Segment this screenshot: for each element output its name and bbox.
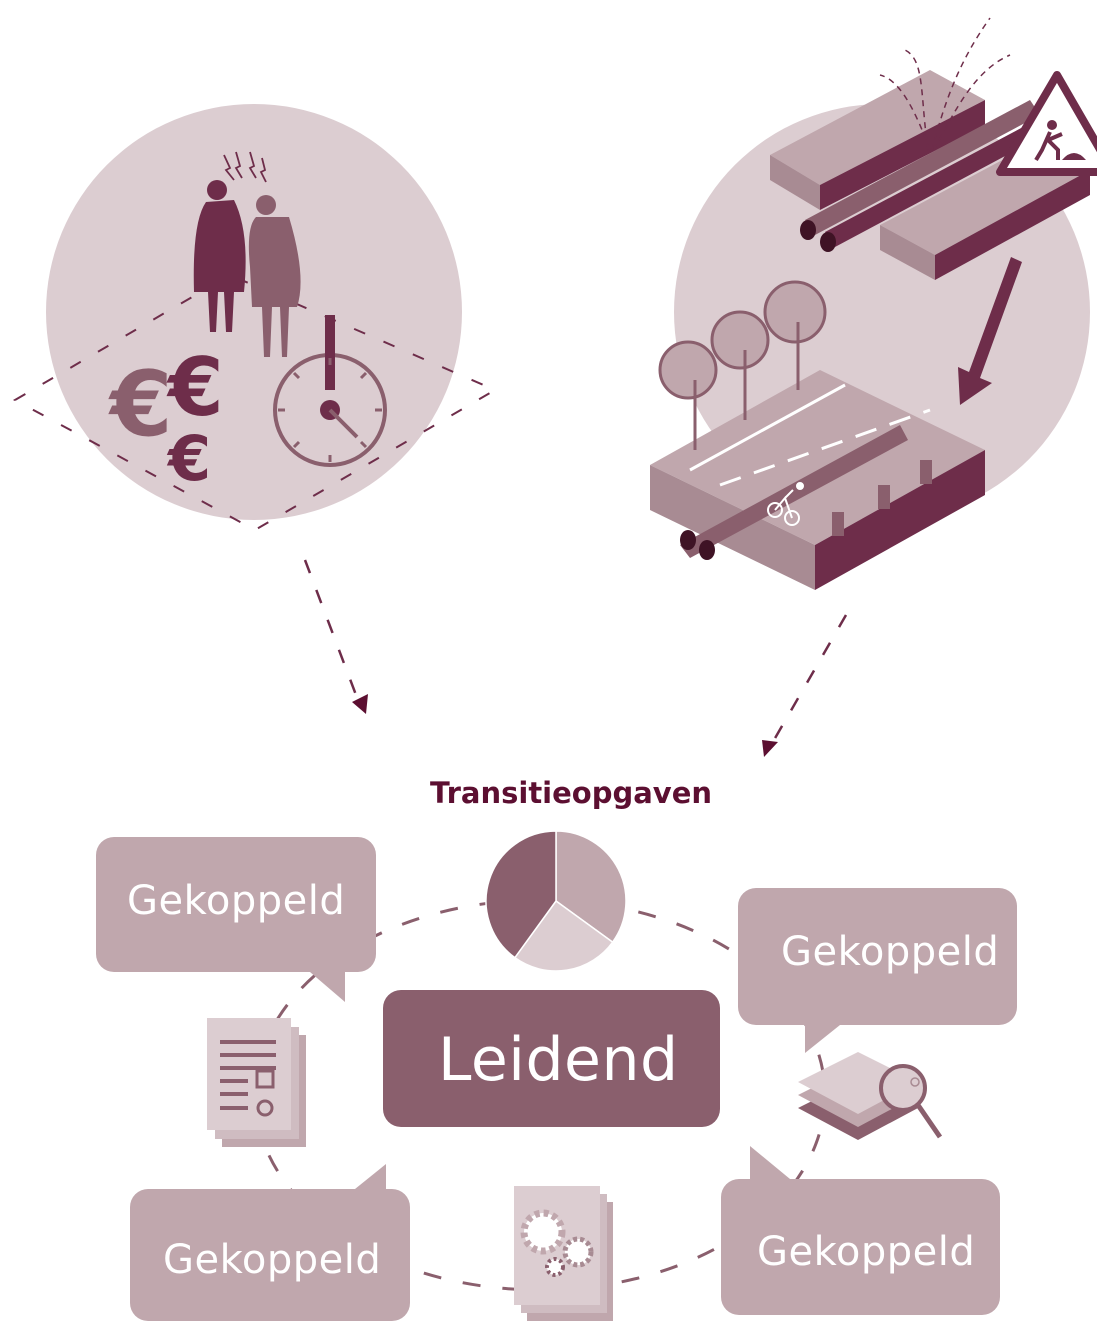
transition-arrow xyxy=(958,257,1022,405)
pie-chart-icon xyxy=(485,830,627,972)
pie-slice xyxy=(513,899,614,972)
bubble-label-bottom-left: Gekoppeld xyxy=(163,1237,382,1283)
cyclist-icon xyxy=(767,482,804,526)
roadworks-warning-icon xyxy=(996,71,1097,176)
pie-slice xyxy=(555,830,627,944)
euro-coins-icon: € € € xyxy=(108,341,224,495)
pie-slice xyxy=(485,830,557,959)
dashed-arrow-left xyxy=(303,559,368,714)
burst-pipe-road-icon xyxy=(770,17,1090,280)
svg-text:€: € xyxy=(108,352,173,457)
stopwatch-icon xyxy=(273,315,387,467)
trees-icon xyxy=(658,280,827,450)
bubble-label-bottom-right: Gekoppeld xyxy=(757,1229,976,1275)
dashed-arrow-right xyxy=(762,614,848,757)
bubble-label-top-left: Gekoppeld xyxy=(127,878,346,924)
svg-text:€: € xyxy=(166,422,211,495)
quarrel-people-icon xyxy=(193,151,301,357)
svg-text:€: € xyxy=(166,341,224,434)
document-stack-icon xyxy=(207,1018,306,1147)
map-layers-search-icon xyxy=(798,1052,943,1140)
renewed-street-icon xyxy=(650,370,985,590)
diagram-title: Transitieopgaven xyxy=(430,776,713,810)
bubble-top-right xyxy=(738,888,1017,1053)
people-cost-time-illustration: € € € xyxy=(12,104,498,532)
gears-document-icon xyxy=(514,1186,613,1321)
leidend-box xyxy=(383,990,720,1127)
bubble-bottom-right xyxy=(721,1146,1000,1315)
bubble-label-top-right: Gekoppeld xyxy=(781,929,1000,975)
street-renewal-illustration xyxy=(650,17,1097,590)
bubble-top-left xyxy=(96,837,376,1002)
bubble-bottom-left xyxy=(130,1164,410,1321)
center-label: Leidend xyxy=(438,1025,679,1095)
